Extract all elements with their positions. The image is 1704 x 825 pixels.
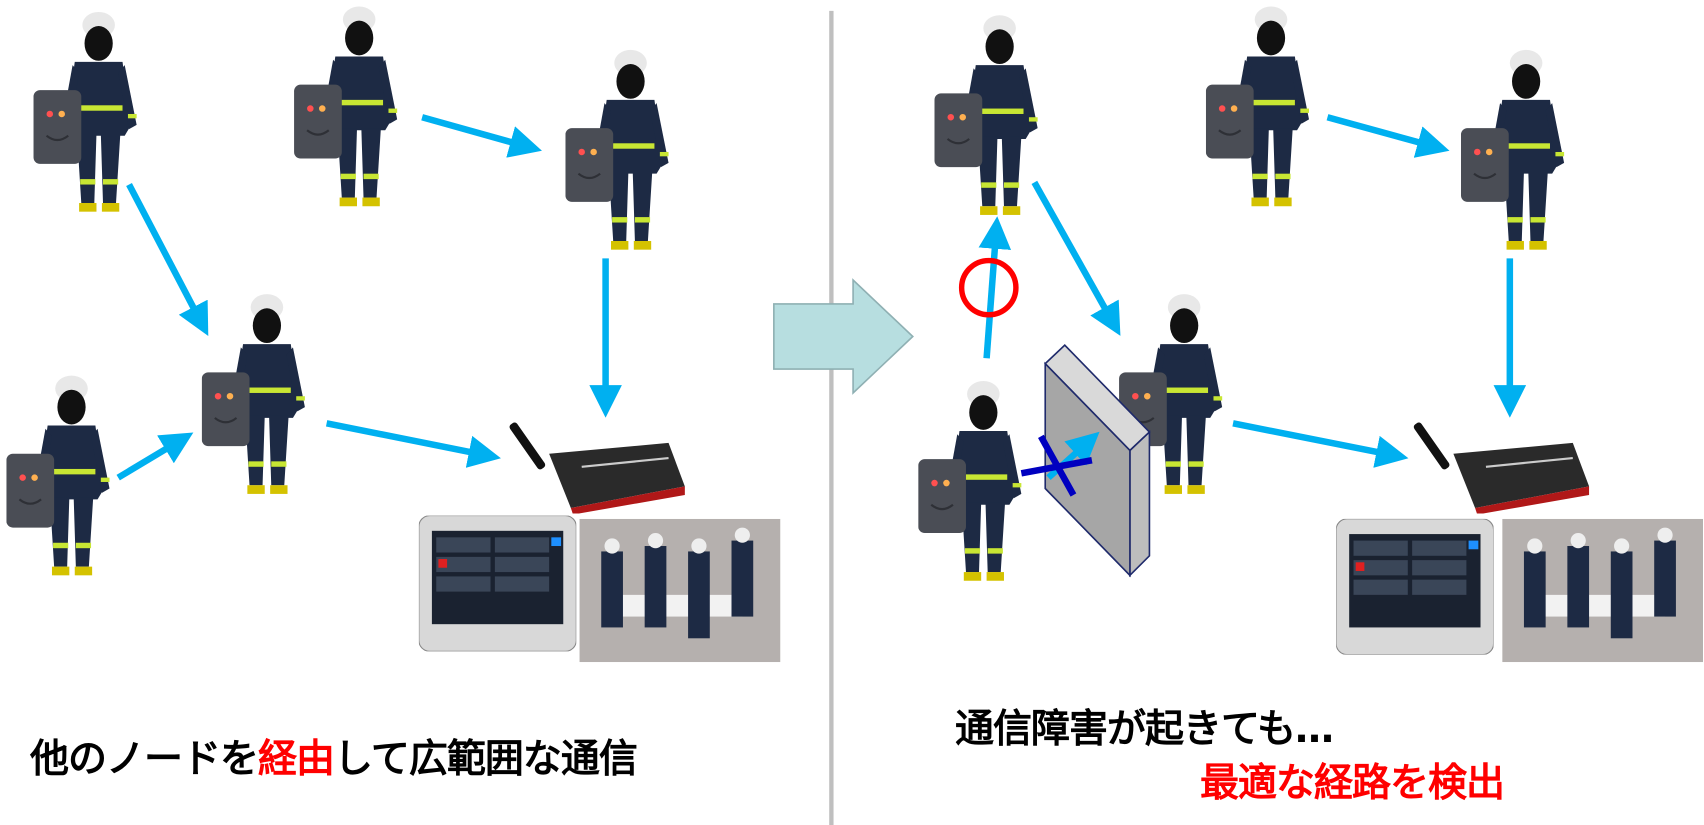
firefighter-icon: [918, 381, 1021, 581]
firefighter-icon: [294, 7, 397, 207]
caption-text: 他のノードを: [30, 737, 259, 782]
caption-highlight: 経由: [258, 737, 335, 782]
firefighter-icon: [935, 15, 1038, 215]
wireless-router-icon: [508, 421, 685, 514]
firefighter-icon: [1206, 7, 1309, 207]
right-caption-line2: 最適な経路を検出: [1200, 761, 1505, 806]
firefighter-icon: [6, 376, 109, 576]
caption-text: して広範囲な通信: [334, 737, 638, 782]
ok-circle-icon: [958, 257, 1019, 318]
right-caption-line1: 通信障害が起きても…: [955, 707, 1334, 752]
wireless-router-icon: [1412, 421, 1589, 514]
link-arrows: [978, 114, 1527, 481]
left-caption: 他のノードを経由して広範囲な通信: [30, 728, 638, 784]
command-post-photo: [580, 519, 781, 662]
command-post-photo: [1502, 519, 1703, 662]
firefighter-icon: [34, 12, 137, 212]
tablet-icon: [419, 516, 576, 652]
firefighter-icon: [1461, 50, 1564, 250]
tablet-icon: [1336, 519, 1493, 655]
left-panel: [6, 7, 780, 663]
wall-obstacle-icon: [1044, 344, 1151, 578]
right-panel: [918, 7, 1703, 663]
transition-arrow-icon: [773, 278, 914, 395]
firefighter-icon: [202, 294, 305, 494]
firefighter-icon: [565, 50, 668, 250]
blocked-x-icon: [1020, 434, 1093, 497]
link-arrows: [116, 114, 622, 481]
